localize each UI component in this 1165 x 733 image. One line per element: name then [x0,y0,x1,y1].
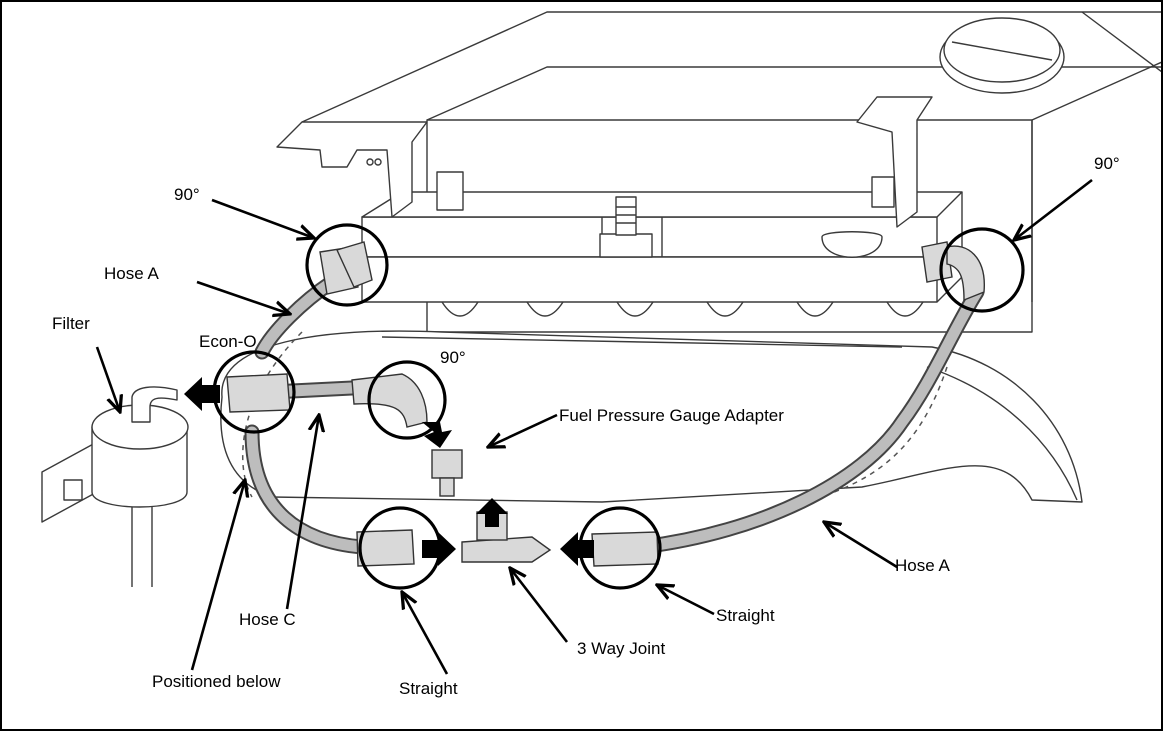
ring-straight-right [578,506,662,590]
label-hose-a-top: Hose A [104,264,159,283]
leader-filter [95,346,120,412]
fuel-filter [41,386,189,587]
leader-lines [95,178,1093,675]
leader-straight-right [657,585,715,616]
brackets [276,96,933,228]
label-90-right: 90° [1094,154,1120,173]
label-90-center: 90° [440,348,466,367]
label-hose-a-bottom: Hose A [895,556,950,575]
leader-90-left [211,198,314,238]
leader-hose-a-top [196,280,290,314]
ring-econ-o [212,350,296,434]
ring-90-center [367,360,447,440]
flow-arrow-left [560,532,594,566]
leader-fpg-adapter [488,413,558,447]
leader-straight-left [402,592,449,675]
flow-arrow-to-filter [184,377,220,411]
fittings [226,241,985,567]
leader-hose-a-bottom [824,522,898,569]
label-hose-c: Hose C [239,610,296,629]
label-fuel-pressure-gauge-adapter: Fuel Pressure Gauge Adapter [559,406,784,425]
label-positioned-below: Positioned below [152,672,281,691]
ring-90-left [305,223,389,307]
label-filter: Filter [52,314,90,333]
leader-three-way [510,568,569,643]
leader-positioned-below [190,480,245,671]
leader-hose-c [285,415,319,610]
leader-90-right [1014,178,1093,240]
label-90-left: 90° [174,185,200,204]
label-straight-left: Straight [399,679,458,698]
label-econ-o: Econ-O [199,332,257,351]
label-straight-right: Straight [716,606,775,625]
ring-90-right [939,227,1025,313]
flow-arrow-down [422,422,452,448]
fuel-rail [361,191,963,317]
label-three-way-joint: 3 Way Joint [577,639,666,658]
flow-arrow-up [476,498,508,527]
highlight-rings [212,223,1025,590]
ring-straight-left [358,506,442,590]
